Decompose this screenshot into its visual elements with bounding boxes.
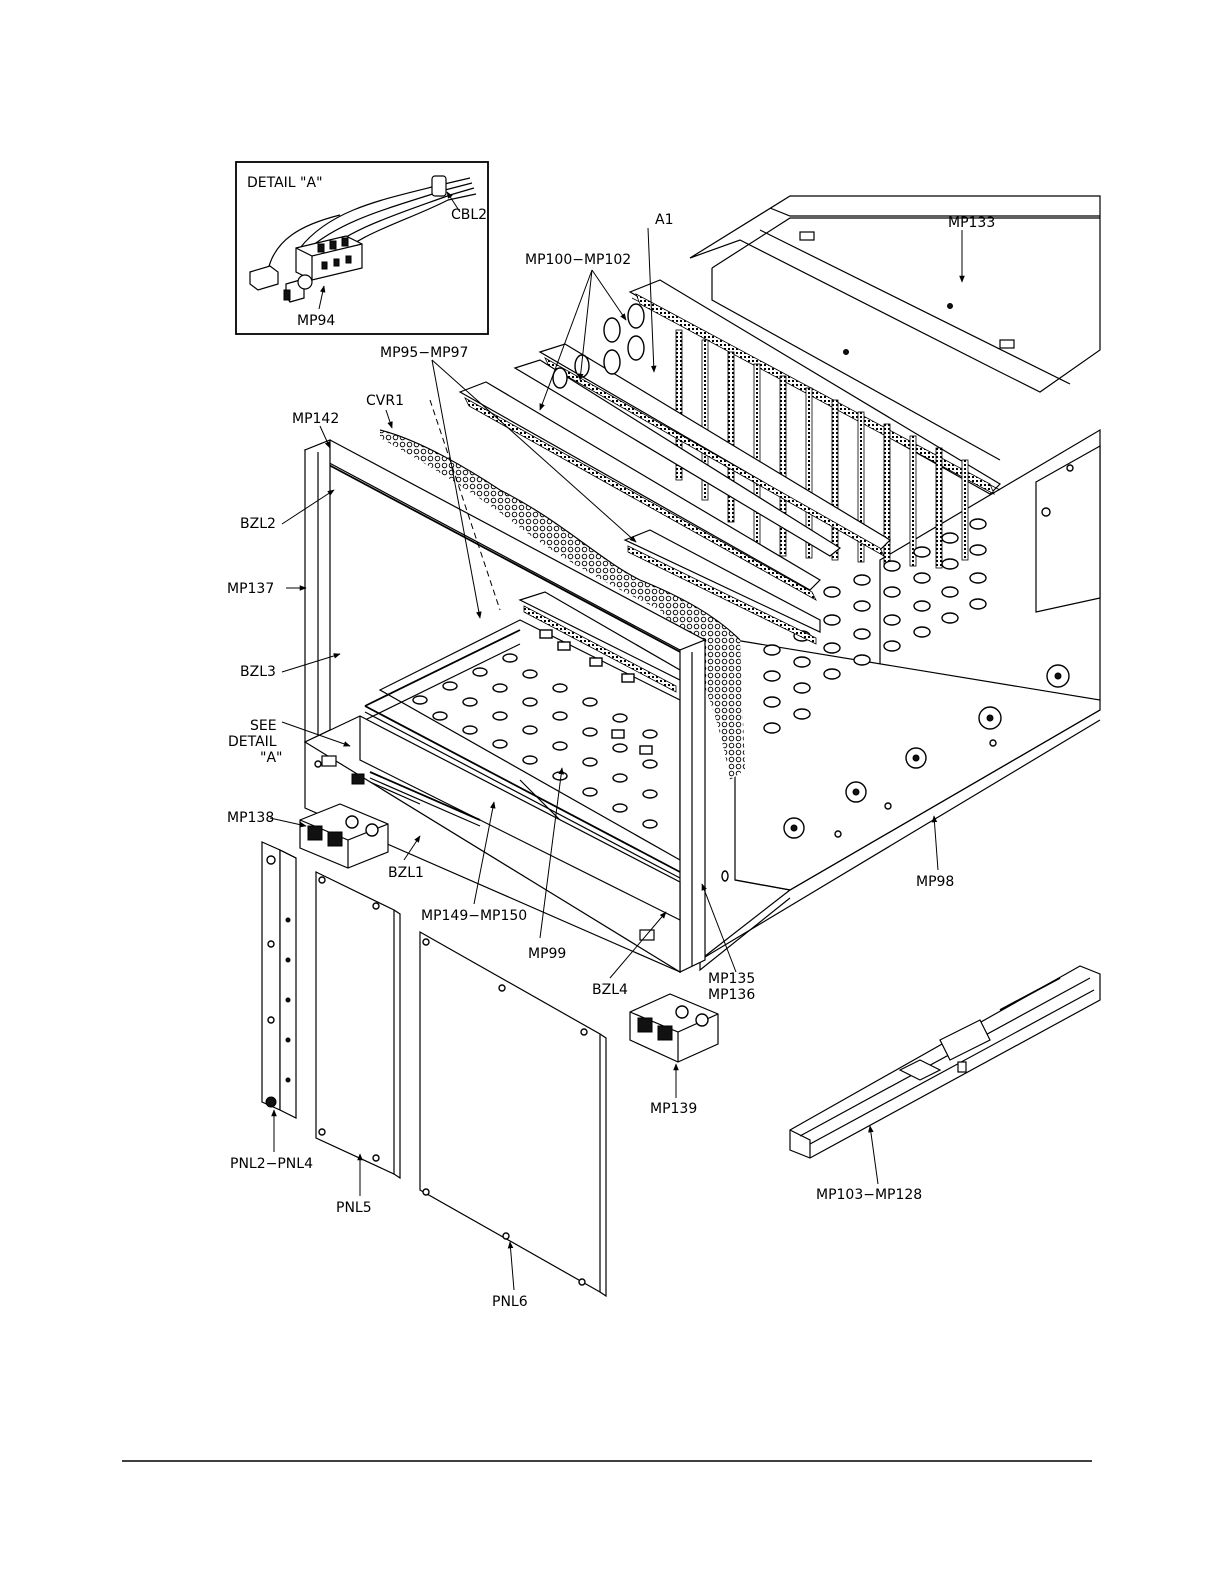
label-pnl2-pnl4: PNL2−PNL4 (230, 1156, 313, 1172)
label-mp103-mp128: MP103−MP128 (816, 1187, 922, 1203)
detail-a-box: DETAIL "A" CBL2 MP94 (236, 162, 488, 334)
foot-mp139 (630, 994, 718, 1062)
switch-body (296, 236, 362, 280)
label-bzl4: BZL4 (592, 982, 628, 998)
label-mp137: MP137 (227, 581, 274, 597)
label-mp133: MP133 (948, 215, 995, 231)
label-mp99: MP99 (528, 946, 566, 962)
label-detail-a: "A" (260, 750, 282, 766)
panel-pnl2-pnl4 (262, 842, 296, 1118)
label-mp149-mp150: MP149−MP150 (421, 908, 527, 924)
label-mp139: MP139 (650, 1101, 697, 1117)
label-mp98: MP98 (916, 874, 954, 890)
label-cvr1: CVR1 (366, 393, 404, 409)
detail-a-title: DETAIL "A" (247, 175, 323, 191)
power-switch-face (322, 756, 336, 766)
label-mp138: MP138 (227, 810, 274, 826)
label-pnl5: PNL5 (336, 1200, 372, 1216)
label-see: SEE (250, 718, 277, 734)
connector-plug (250, 266, 278, 290)
foot-mp138 (300, 804, 388, 868)
label-detail: DETAIL (228, 734, 277, 750)
cable-clamp (432, 176, 446, 196)
label-bzl2: BZL2 (240, 516, 276, 532)
card-guide-mp103-mp128 (790, 966, 1100, 1158)
detail-label-mp94: MP94 (297, 313, 335, 329)
label-bzl1: BZL1 (388, 865, 424, 881)
label-mp136: MP136 (708, 987, 755, 1003)
label-mp135: MP135 (708, 971, 755, 987)
label-pnl6: PNL6 (492, 1294, 528, 1310)
panel-pnl5 (316, 872, 400, 1178)
label-a1: A1 (655, 212, 673, 228)
label-mp142: MP142 (292, 411, 339, 427)
label-mp95-mp97: MP95−MP97 (380, 345, 468, 361)
detail-label-cbl2: CBL2 (451, 207, 487, 223)
label-mp100-mp102: MP100−MP102 (525, 252, 631, 268)
label-bzl3: BZL3 (240, 664, 276, 680)
panel-pnl6 (420, 932, 606, 1296)
